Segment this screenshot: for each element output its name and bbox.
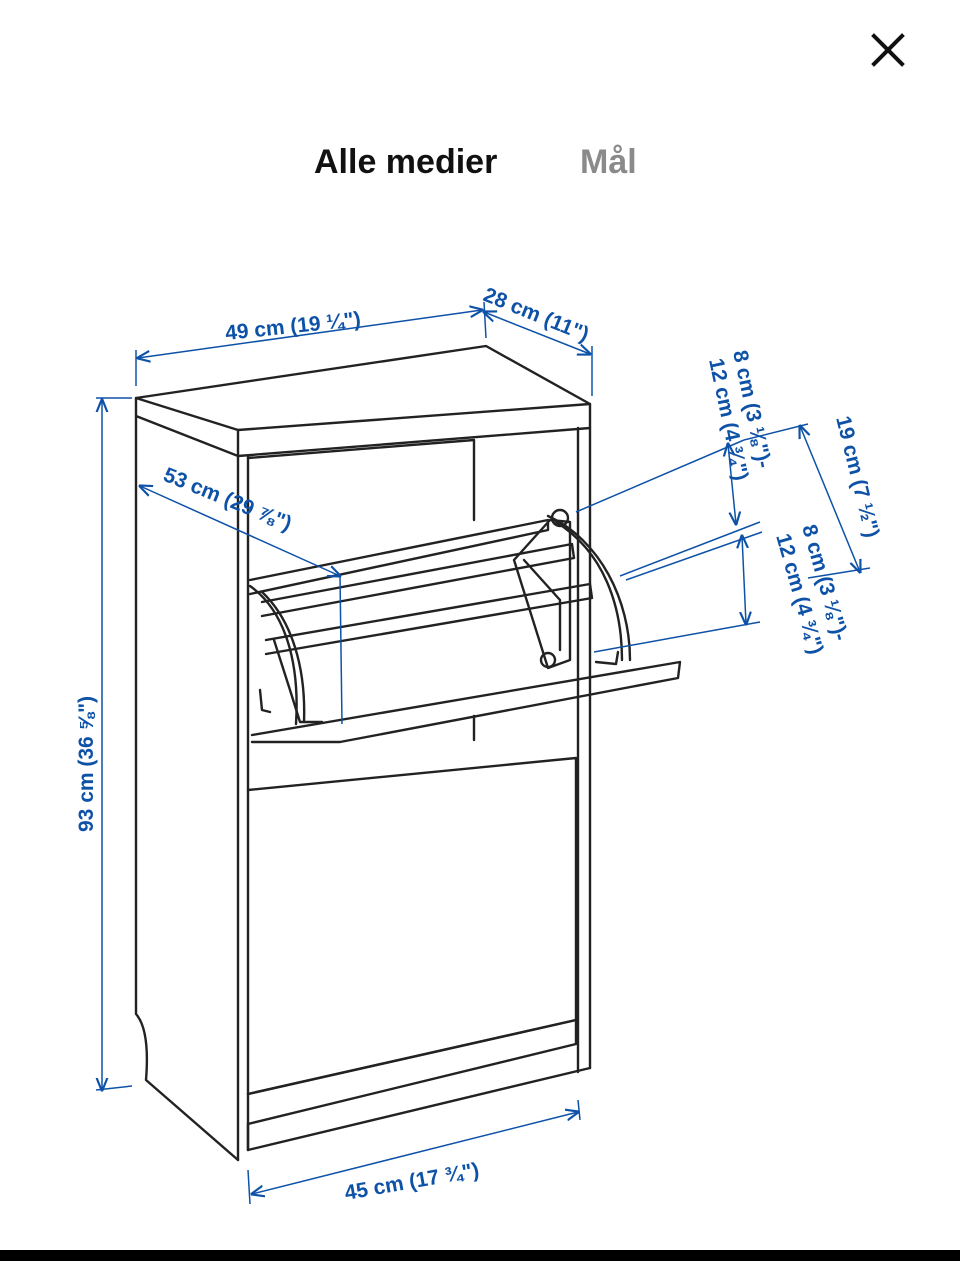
cabinet-illustration xyxy=(134,344,682,1162)
dim-width-top: 49 cm (19 ¼") xyxy=(224,308,362,345)
dimension-drawing: 49 cm (19 ¼") 28 cm (11") 93 cm (36 ⅝") … xyxy=(75,283,884,1205)
bottom-bar xyxy=(0,1250,960,1261)
close-icon xyxy=(871,33,905,67)
tab-all-media[interactable]: Alle medier xyxy=(314,143,498,181)
dim-height: 93 cm (36 ⅝") xyxy=(75,696,98,832)
dimension-lines xyxy=(96,301,871,1205)
dim-depth: 28 cm (11") xyxy=(480,283,592,346)
close-button[interactable] xyxy=(862,24,914,76)
media-tabs: Alle medier Mål xyxy=(0,140,960,190)
tab-dimensions[interactable]: Mål xyxy=(580,143,637,181)
